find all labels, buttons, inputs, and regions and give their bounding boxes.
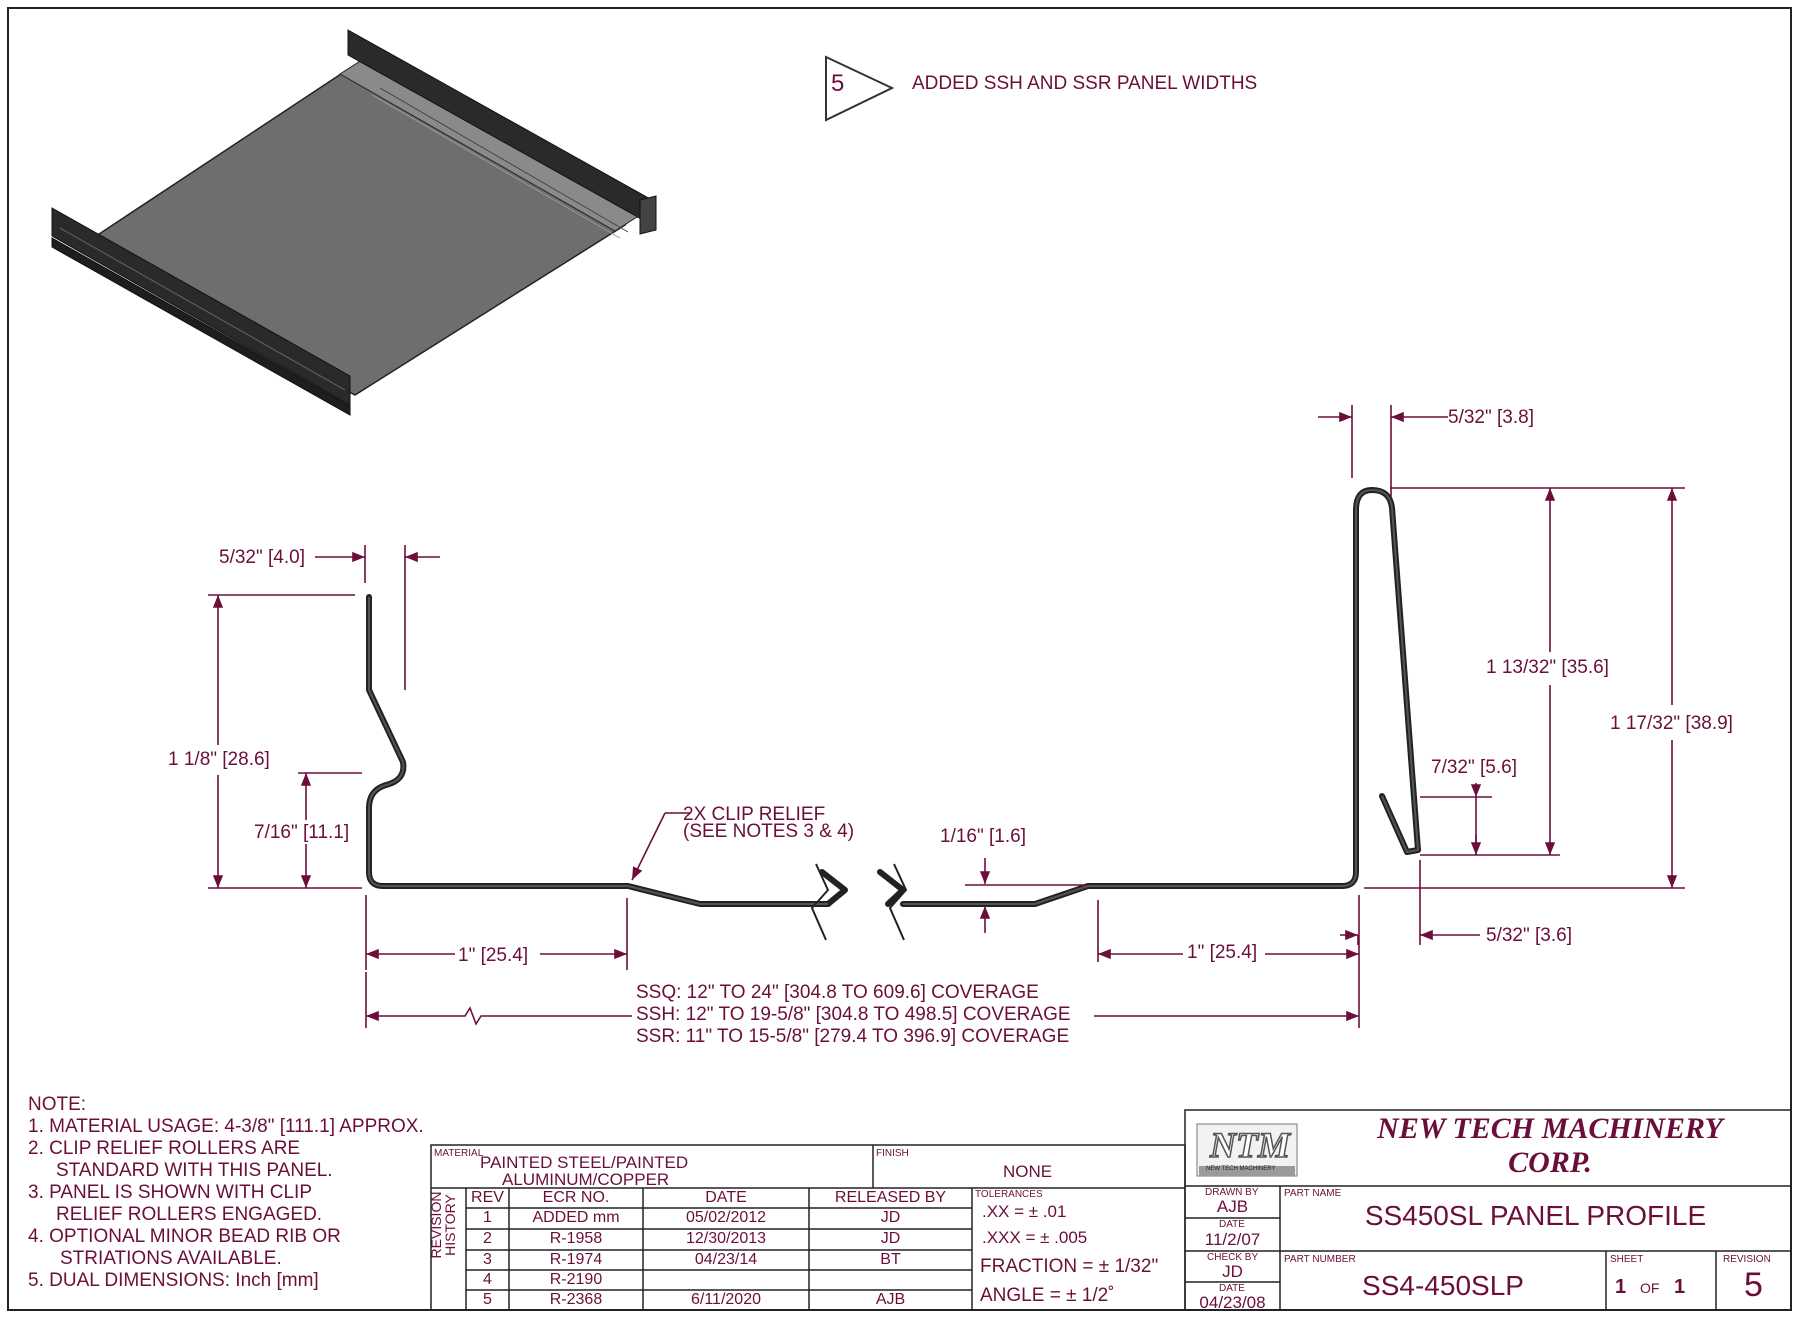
- rev-table-cell: 1: [483, 1209, 492, 1226]
- dim-left-flat: 1" [25.4]: [458, 945, 529, 966]
- break-symbol: [810, 863, 908, 941]
- dim-left-height: 1 1/8" [28.6]: [168, 749, 270, 770]
- ntm-logo-text: NTM: [1209, 1124, 1291, 1166]
- dim-coverage-ssh: SSH: 12" TO 19-5/8" [304.8 TO 498.5] COV…: [636, 1004, 1071, 1025]
- note-3b: RELIEF ROLLERS ENGAGED.: [56, 1204, 323, 1225]
- panel-profile: [366, 487, 1421, 907]
- tol-angle: ANGLE = ± 1/2˚: [980, 1285, 1115, 1306]
- revision-history-label: REVISION HISTORY: [428, 1191, 458, 1259]
- company-name-line2: CORP.: [1508, 1146, 1592, 1179]
- dimension-lines: [208, 405, 1685, 1028]
- rev-table-cell: 4: [483, 1271, 492, 1288]
- material-line2: ALUMINUM/COPPER: [502, 1170, 670, 1189]
- rev-table-cell: R-2368: [549, 1291, 603, 1308]
- part-number-label: PART NUMBER: [1284, 1254, 1356, 1265]
- rev-table-cell: 3: [483, 1251, 492, 1268]
- rev-table-cell: 05/02/2012: [685, 1209, 767, 1226]
- finish-value: NONE: [1003, 1162, 1053, 1181]
- rev-table-cell: BT: [880, 1251, 901, 1268]
- isometric-panel-view: [51, 29, 657, 416]
- rev-table-cell: R-1974: [549, 1251, 603, 1268]
- revision-label: REVISION: [1723, 1254, 1771, 1265]
- tolerances-label: TOLERANCES: [975, 1189, 1043, 1200]
- dim-right-hook: 7/32" [5.6]: [1431, 757, 1517, 778]
- revision-callout-text: ADDED SSH AND SSR PANEL WIDTHS: [912, 73, 1258, 94]
- rev-header-cell: ECR NO.: [542, 1189, 610, 1206]
- dim-right-inner-height: 1 13/32" [35.6]: [1486, 657, 1609, 678]
- dim-clip-relief-line1: 2X CLIP RELIEF: [683, 804, 826, 825]
- sheet-of: OF: [1640, 1280, 1660, 1296]
- rev-table-cell: R-1958: [549, 1230, 603, 1247]
- company-name-line1: NEW TECH MACHINERY: [1377, 1112, 1723, 1145]
- drawn-by-label: DRAWN BY: [1205, 1187, 1259, 1198]
- rev-table-cell: ADDED mm: [532, 1209, 620, 1226]
- tol-xx: .XX = ± .01: [982, 1202, 1067, 1221]
- check-date-value: 04/23/08: [1199, 1293, 1266, 1312]
- revision-value: 5: [1744, 1266, 1763, 1304]
- panel-profile-inner: [368, 489, 1419, 905]
- rev-table-cell: 04/23/14: [694, 1251, 758, 1268]
- drawn-date-label: DATE: [1219, 1219, 1245, 1230]
- rev-table-cell: JD: [880, 1230, 901, 1247]
- note-2b: STANDARD WITH THIS PANEL.: [56, 1160, 333, 1181]
- note-4a: 4. OPTIONAL MINOR BEAD RIB OR: [28, 1226, 341, 1247]
- note-1: 1. MATERIAL USAGE: 4-3/8" [111.1] APPROX…: [28, 1116, 424, 1137]
- dim-right-bottom-gap: 5/32" [3.6]: [1486, 925, 1572, 946]
- notes-heading: NOTE:: [28, 1094, 87, 1115]
- rev-table-cell: AJB: [875, 1291, 906, 1308]
- sheet-number: 1: [1615, 1276, 1627, 1298]
- rev-header-cell: REV: [471, 1189, 504, 1206]
- tol-xxx: .XXX = ± .005: [982, 1228, 1088, 1247]
- rev-header-cell: DATE: [705, 1189, 747, 1206]
- revision-triangle: [825, 55, 895, 122]
- rev-table-cell: 2: [483, 1230, 492, 1247]
- finish-label: FINISH: [876, 1148, 909, 1159]
- dim-left-lower: 7/16" [11.1]: [254, 822, 350, 843]
- material-line1: PAINTED STEEL/PAINTED: [480, 1153, 689, 1172]
- dim-clip-relief-line2: (SEE NOTES 3 & 4): [683, 821, 855, 842]
- dim-right-flat: 1" [25.4]: [1187, 942, 1258, 963]
- sheet-total: 1: [1674, 1276, 1686, 1298]
- note-5: 5. DUAL DIMENSIONS: Inch [mm]: [28, 1270, 319, 1291]
- check-by-label: CHECK BY: [1207, 1252, 1259, 1263]
- drawn-by-value: AJB: [1216, 1197, 1249, 1216]
- part-name-label: PART NAME: [1284, 1188, 1342, 1199]
- rev-table-cell: R-2190: [549, 1271, 603, 1288]
- dim-right-top-gap: 5/32" [3.8]: [1448, 407, 1534, 428]
- note-3a: 3. PANEL IS SHOWN WITH CLIP: [28, 1182, 312, 1203]
- check-by-value: JD: [1222, 1262, 1243, 1281]
- rev-table-cell: JD: [880, 1209, 901, 1226]
- ntm-logo: [1196, 1123, 1298, 1177]
- part-number-value: SS4-450SLP: [1362, 1270, 1524, 1301]
- dim-coverage-ssq: SSQ: 12" TO 24" [304.8 TO 609.6] COVERAG…: [636, 982, 1039, 1003]
- sheet-label: SHEET: [1610, 1254, 1644, 1265]
- ntm-logo-subtext: NEW TECH MACHINERY: [1206, 1166, 1276, 1172]
- check-date-label: DATE: [1219, 1283, 1245, 1294]
- title-block-lines: [430, 1109, 1792, 1311]
- rev-table-cell: 5: [483, 1291, 492, 1308]
- rev-table-cell: 12/30/2013: [685, 1230, 767, 1247]
- rev-header-cell: RELEASED BY: [834, 1189, 947, 1206]
- note-2a: 2. CLIP RELIEF ROLLERS ARE: [28, 1138, 301, 1159]
- tol-fraction: FRACTION = ± 1/32": [980, 1256, 1159, 1277]
- drawn-date-value: 11/2/07: [1204, 1230, 1261, 1249]
- revision-callout-number: 5: [831, 70, 845, 97]
- dim-relief-depth: 1/16" [1.6]: [940, 826, 1026, 847]
- dim-coverage-ssr: SSR: 11" TO 15-5/8" [279.4 TO 396.9] COV…: [636, 1026, 1070, 1047]
- part-name-value: SS450SL PANEL PROFILE: [1364, 1200, 1707, 1231]
- material-label: MATERIAL: [434, 1148, 484, 1159]
- rev-table-cell: 6/11/2020: [691, 1291, 761, 1308]
- note-4b: STRIATIONS AVAILABLE.: [60, 1248, 282, 1269]
- dim-left-top-gap: 5/32" [4.0]: [219, 547, 305, 568]
- dim-right-total-height: 1 17/32" [38.9]: [1610, 713, 1733, 734]
